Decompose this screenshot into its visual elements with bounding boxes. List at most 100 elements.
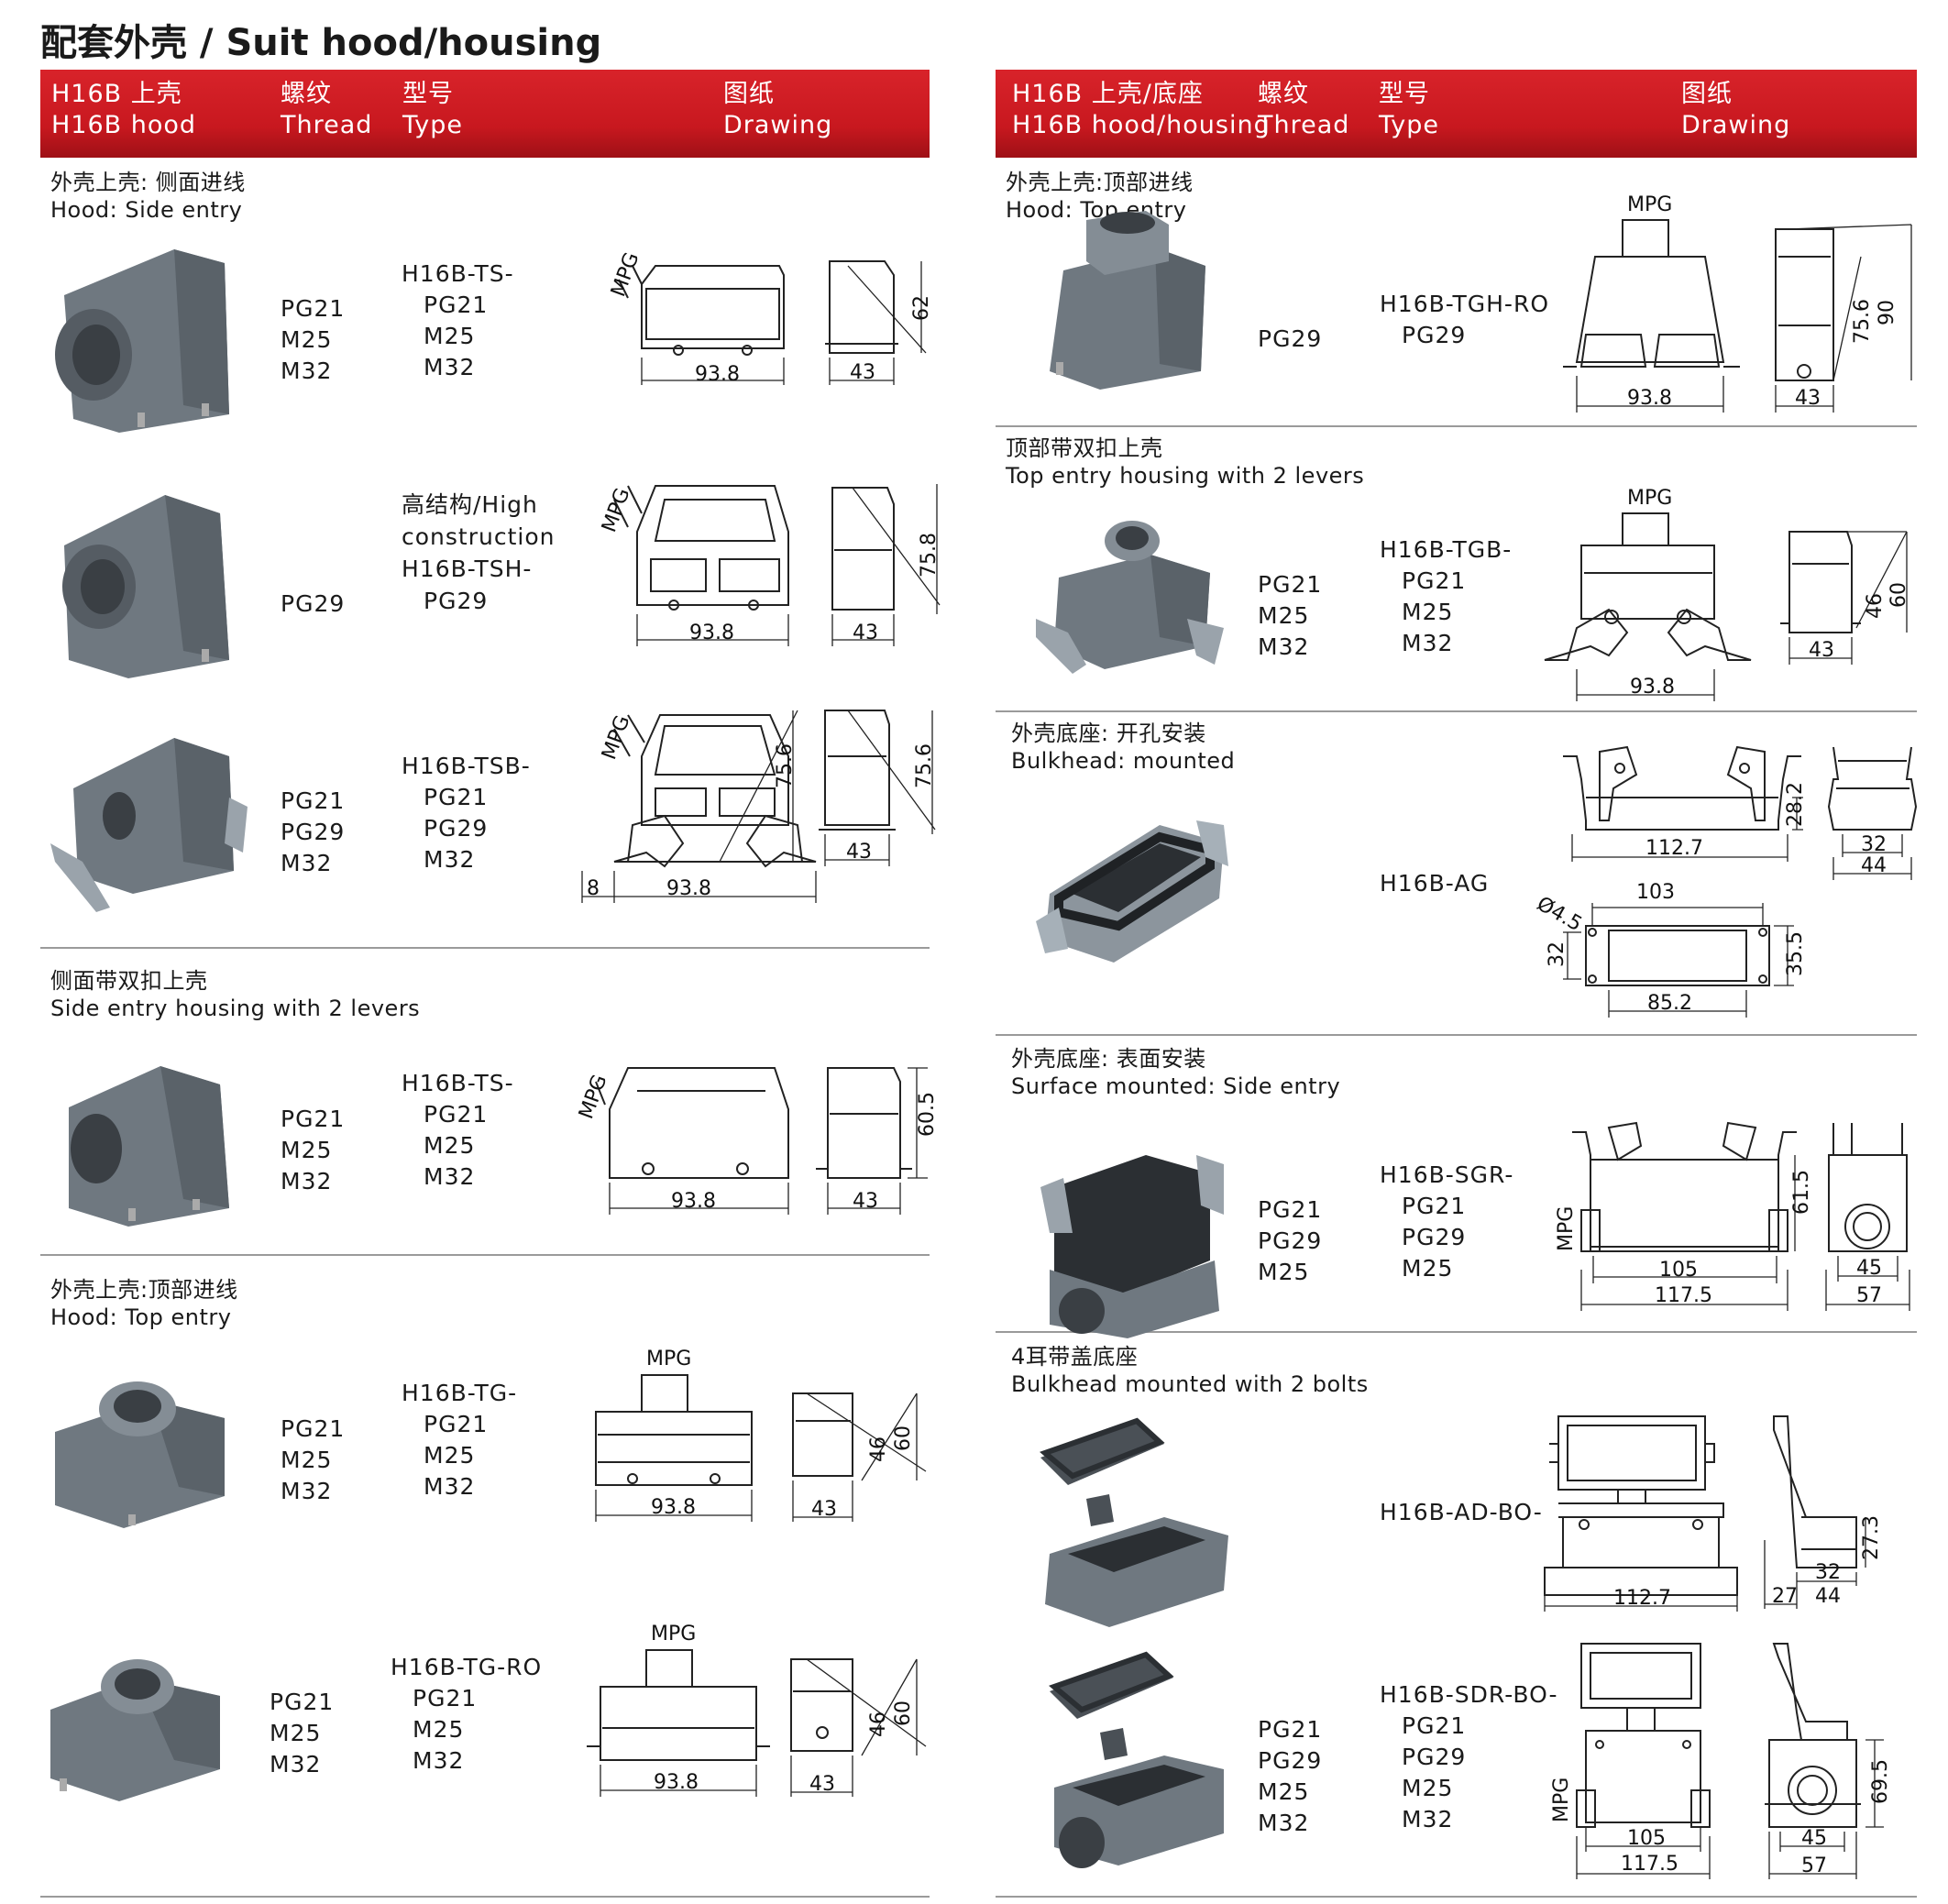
threads-2: M32 xyxy=(270,1751,322,1777)
product-photo-top-entry-hood-ro xyxy=(50,1659,220,1801)
dims-w2: 117.5 xyxy=(1655,1284,1712,1307)
dims-h2: 60 xyxy=(1887,582,1910,608)
dims-d2: 57 xyxy=(1856,1284,1882,1307)
type-threads-0: PG21 xyxy=(413,1685,478,1711)
drawing-h16b-tgb: MPG 93.8 43 46 60 xyxy=(1544,487,1910,701)
header-thread-en: Thread xyxy=(1258,111,1350,139)
threads-1: M25 xyxy=(281,1447,333,1473)
dims-d1: 45 xyxy=(1856,1257,1882,1280)
drawing-h16b-tg-ro: MPG 93.8 43 46 60 xyxy=(587,1623,927,1797)
dims-d2: 44 xyxy=(1815,1585,1841,1608)
header-type-en: Type xyxy=(1379,111,1440,139)
product-photo-surface-mounted xyxy=(1040,1155,1224,1338)
dims-mpg: MPG xyxy=(598,485,634,535)
type-label: H16B-TG-RO xyxy=(391,1654,543,1680)
row-divider xyxy=(996,1331,1917,1333)
thread-list: PG29 xyxy=(1258,324,1322,355)
dims-w: 93.8 xyxy=(1627,387,1672,410)
dims-h1: 46 xyxy=(1864,593,1887,619)
surface-en: Surface mounted: Side entry xyxy=(1011,1073,1341,1099)
header-thread-cn: 螺纹 xyxy=(281,80,332,108)
hood-top-right-cn: 外壳上壳:顶部进线 xyxy=(1006,170,1194,195)
threads-0: PG21 xyxy=(1258,571,1323,598)
dims-d: 43 xyxy=(846,841,872,864)
threads-0: PG29 xyxy=(281,590,346,617)
dims-h1: 46 xyxy=(867,1711,890,1737)
dims-cw2: 85.2 xyxy=(1647,992,1692,1015)
type-threads-0: PG21 xyxy=(1402,1193,1467,1219)
dims-d1: 45 xyxy=(1801,1827,1827,1850)
dims-w1: 105 xyxy=(1627,1827,1666,1850)
dims-h: 75.6 xyxy=(774,743,797,788)
threads-2: M32 xyxy=(281,1478,333,1504)
header-type-cn: 型号 xyxy=(1379,80,1430,108)
dim-height: 62 xyxy=(910,295,933,321)
dims-d: 43 xyxy=(853,622,878,644)
dim-width: 93.8 xyxy=(695,363,740,386)
dims-d1: 32 xyxy=(1861,833,1887,856)
drawing-h16b-ts-levers: MPG 93.8 43 60.5 xyxy=(575,1067,939,1215)
threads-1: M25 xyxy=(281,1137,333,1163)
type-threads-1: PG29 xyxy=(1402,1744,1467,1770)
type-threads-0: PG29 xyxy=(424,588,489,614)
product-photo-side-entry-housing xyxy=(69,1066,229,1227)
dims-w: 93.8 xyxy=(1630,676,1675,699)
type-label: H16B-TGB- xyxy=(1380,536,1513,563)
threads-0: PG21 xyxy=(1258,1716,1323,1743)
dims-d2: 57 xyxy=(1801,1854,1827,1877)
dims-d2: 44 xyxy=(1861,854,1887,877)
dims-h: 28.2 xyxy=(1784,782,1807,827)
dims-w: 93.8 xyxy=(651,1496,696,1519)
dim-mpg: MPG xyxy=(607,249,644,300)
product-photo-top-entry-high-hood xyxy=(1050,211,1205,390)
threads-0: PG21 xyxy=(270,1689,335,1715)
drawing-h16b-ad-bo: 112.7 27 32 44 27.3 xyxy=(1544,1415,1883,1612)
threads-1: M25 xyxy=(281,326,333,353)
top-levers-en: Top entry housing with 2 levers xyxy=(1006,463,1365,489)
header-hood-en: H16B hood xyxy=(51,111,197,139)
page-title: 配套外壳 / Suit hood/housing xyxy=(40,22,602,64)
bulkhead-bolts-en: Bulkhead mounted with 2 bolts xyxy=(1011,1371,1369,1397)
threads-0: PG21 xyxy=(1258,1196,1323,1223)
threads-1: M25 xyxy=(270,1720,322,1746)
product-photo-side-entry-levers xyxy=(50,738,248,912)
product-photo-side-entry-hood xyxy=(55,249,229,433)
threads-0: PG21 xyxy=(281,1415,346,1442)
dims-mpg: MPG xyxy=(651,1623,696,1645)
row-divider xyxy=(996,425,1917,427)
dims-h: 75.8 xyxy=(918,533,941,578)
dims-hole: Ø4.5 xyxy=(1533,893,1586,937)
type-threads-0: PG21 xyxy=(424,292,489,318)
side-levers-en: Side entry housing with 2 levers xyxy=(50,996,421,1021)
thread-list: PG29 xyxy=(281,589,345,620)
threads-2: M25 xyxy=(1258,1778,1310,1805)
bulkhead-cn: 外壳底座: 开孔安装 xyxy=(1011,721,1206,746)
dims-w: 93.8 xyxy=(671,1190,716,1213)
dims-d: 43 xyxy=(1795,387,1821,410)
dims-w: 112.7 xyxy=(1613,1587,1671,1610)
threads-2: M32 xyxy=(281,358,333,384)
dims-w1: 105 xyxy=(1659,1259,1698,1282)
header-housing-en: H16B hood/housing xyxy=(1012,111,1271,139)
threads-0: PG29 xyxy=(1258,325,1323,352)
dims-d: 43 xyxy=(853,1190,878,1213)
hood-top-left-en: Hood: Top entry xyxy=(50,1304,232,1330)
row-divider xyxy=(40,1254,930,1256)
threads-1: M25 xyxy=(1258,602,1310,629)
dims-h: 27.3 xyxy=(1860,1515,1883,1560)
